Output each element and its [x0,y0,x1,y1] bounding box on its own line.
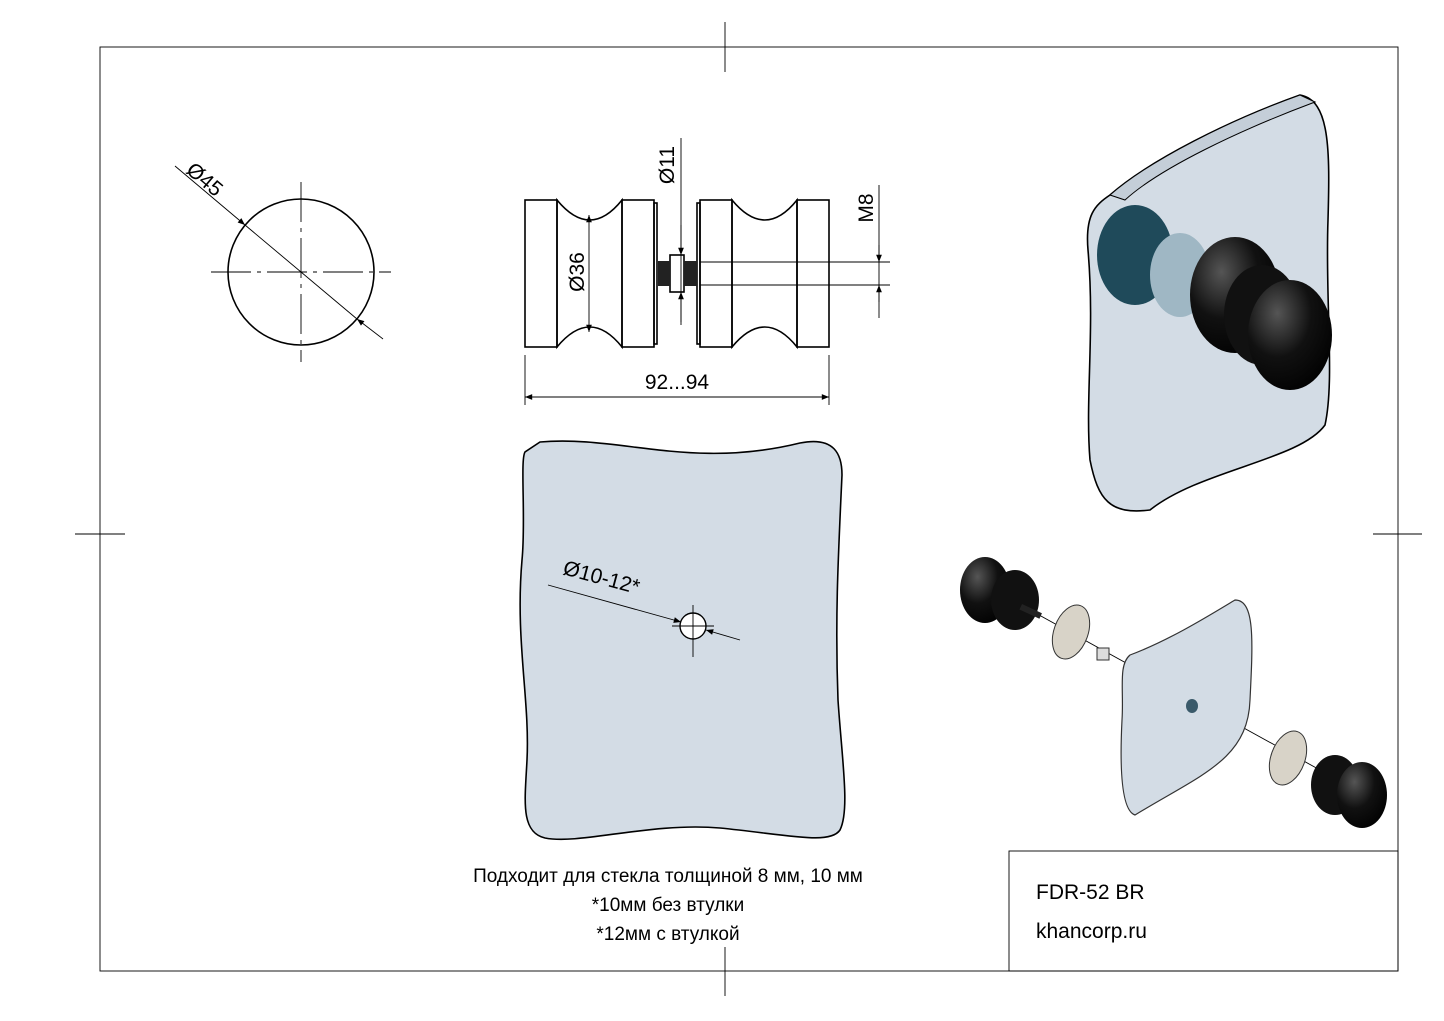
website: khancorp.ru [1036,920,1147,943]
knob-side-view: Ø36 Ø11 M8 92...94 [524,138,890,405]
assembled-3d-render [1086,94,1332,512]
dimension-spacer-diameter: Ø11 [656,146,679,184]
note-without-sleeve: *10мм без втулки [592,895,744,916]
note-glass-thickness: Подходит для стекла толщиной 8 мм, 10 мм [473,866,863,887]
dimension-overall-length: 92...94 [645,371,710,394]
glass-hole-view: Ø10-12* [519,440,846,841]
notes: Подходит для стекла толщиной 8 мм, 10 мм… [473,866,863,945]
exploded-3d-render [960,557,1387,828]
dimension-outer-diameter: Ø45 [182,158,227,201]
knob-front-view: Ø45 [174,158,391,362]
note-with-sleeve: *12мм с втулкой [596,924,739,945]
title-block: FDR-52 BR khancorp.ru [1008,850,1399,972]
model-number: FDR-52 BR [1036,881,1145,904]
dimension-thread: M8 [855,193,878,222]
drawing-frame [75,22,1422,996]
dimension-neck-diameter: Ø36 [566,252,589,292]
